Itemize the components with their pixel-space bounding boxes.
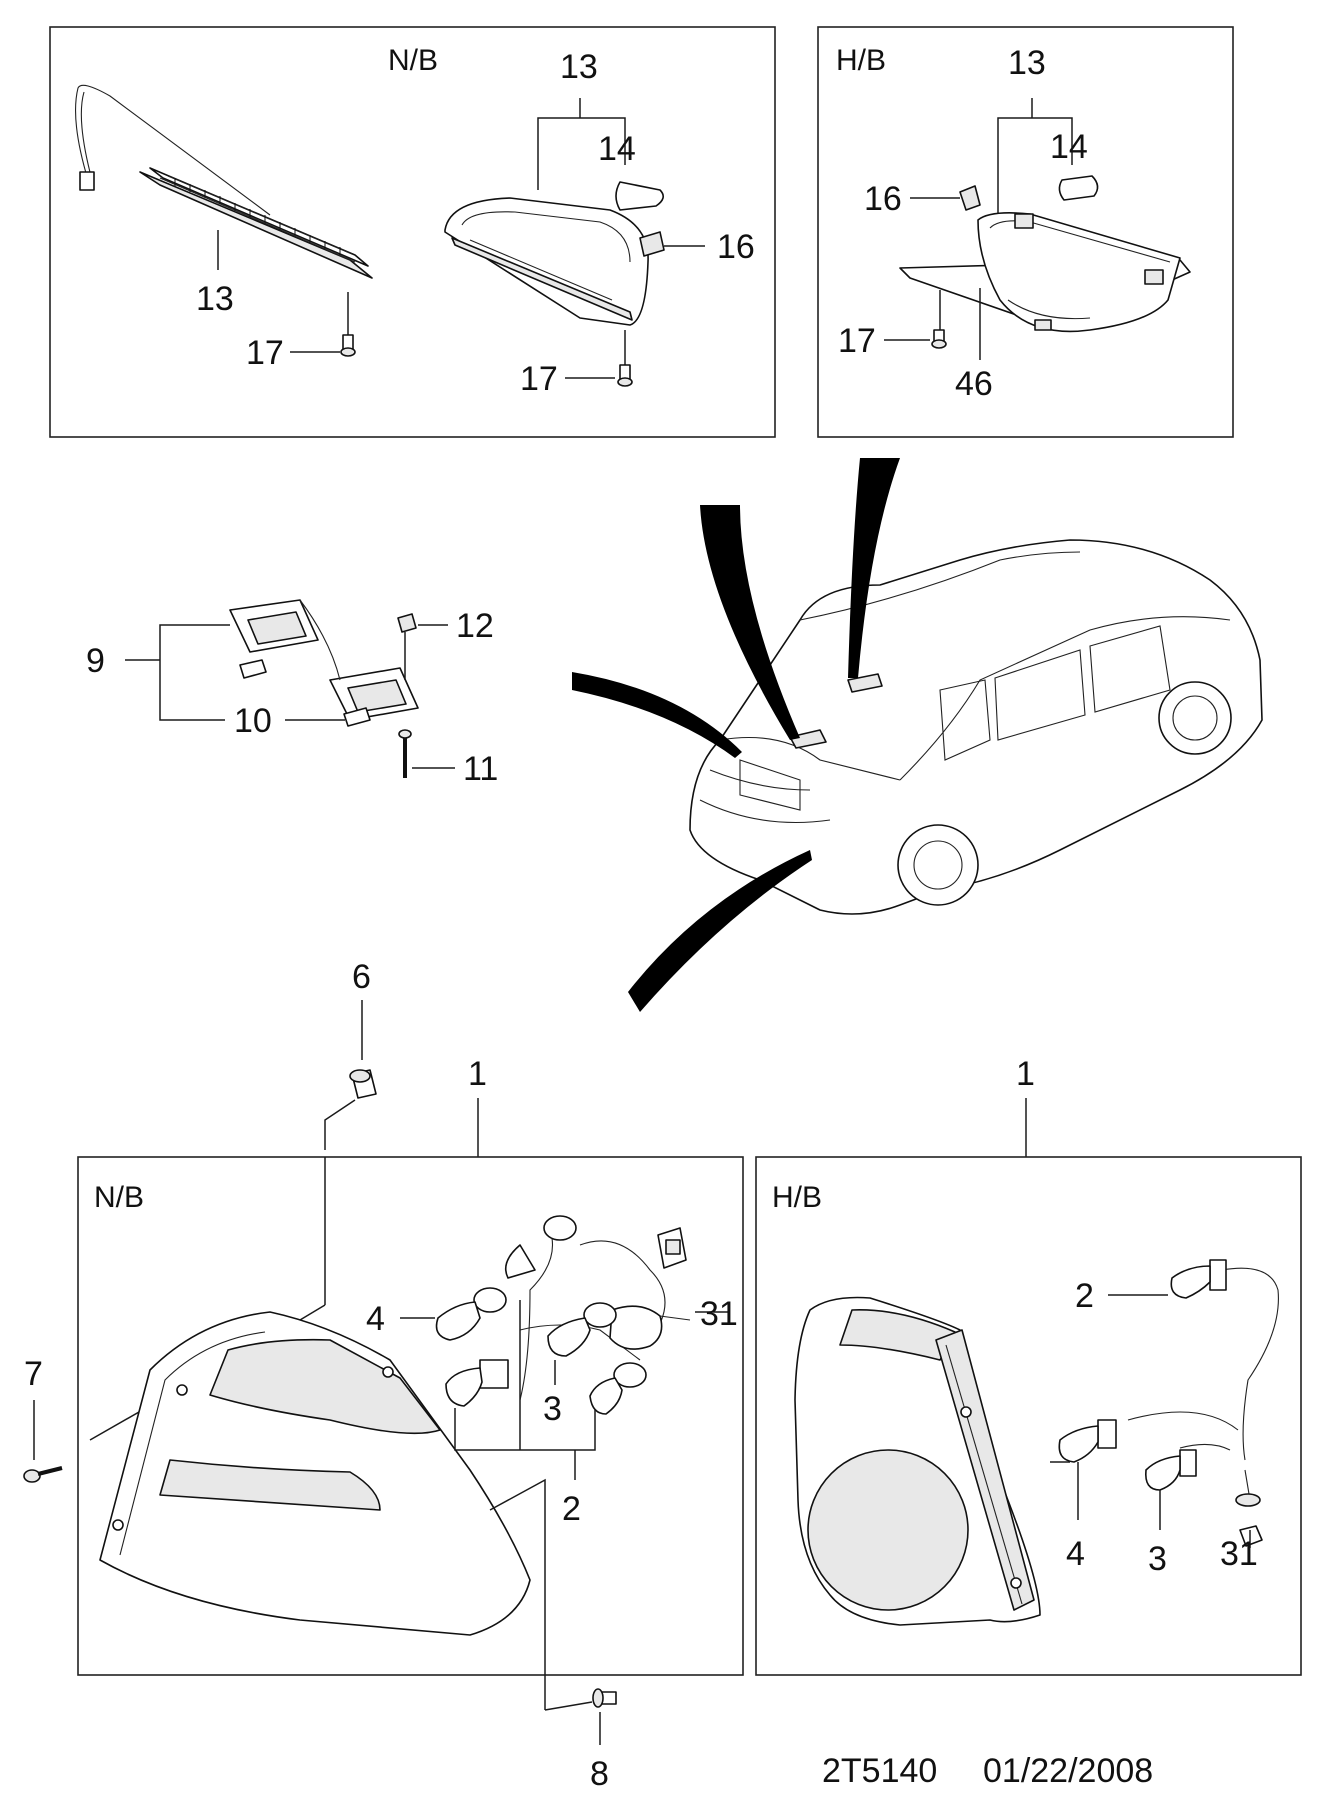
bulb-3-hb bbox=[1144, 1449, 1197, 1491]
label-31-nb: 31 bbox=[700, 1295, 738, 1333]
label-6: 6 bbox=[352, 958, 371, 996]
nut-8 bbox=[592, 1688, 617, 1708]
license-lamp-left bbox=[229, 599, 319, 653]
clip-12-plate bbox=[397, 613, 417, 633]
label-31-hb: 31 bbox=[1220, 1535, 1258, 1573]
label-4-nb: 4 bbox=[366, 1300, 385, 1338]
label-1-right: 1 bbox=[1016, 1055, 1035, 1093]
hb-lamp-assembly bbox=[899, 212, 1191, 333]
label-8: 8 bbox=[590, 1755, 609, 1793]
label-1-left: 1 bbox=[468, 1055, 487, 1093]
led-dots bbox=[174, 178, 341, 255]
pointer-swoosh-4 bbox=[628, 850, 812, 1012]
label-3-nb: 3 bbox=[543, 1390, 562, 1428]
label-9-plate: 9 bbox=[86, 642, 105, 680]
bulb-14-hb bbox=[1058, 175, 1099, 201]
label-46-hb: 46 bbox=[955, 365, 993, 403]
label-2-hb: 2 bbox=[1075, 1277, 1094, 1315]
tail-lamp-hb bbox=[794, 1296, 1041, 1626]
pointer-swoosh-1 bbox=[700, 505, 800, 740]
bulb-nb-lower-left bbox=[445, 1359, 509, 1407]
car-illustration bbox=[689, 539, 1263, 915]
panel-title-bottom-right: H/B bbox=[772, 1181, 822, 1214]
label-16-lamp: 16 bbox=[717, 228, 755, 266]
nut-6 bbox=[349, 1069, 377, 1099]
label-13-lamp: 13 bbox=[560, 48, 598, 86]
label-13-strip: 13 bbox=[196, 280, 234, 318]
footer-date: 01/22/2008 bbox=[983, 1752, 1153, 1790]
pointer-swoosh-3 bbox=[572, 672, 742, 758]
bulb-nb-lower-right bbox=[589, 1362, 647, 1415]
high-mount-lamp-housing bbox=[444, 197, 649, 326]
screw-7 bbox=[23, 1466, 63, 1483]
led-strip-lamp bbox=[74, 84, 373, 279]
screw-17-hb bbox=[931, 329, 947, 349]
label-17-b: 17 bbox=[520, 360, 558, 398]
panel-title-top-left: N/B bbox=[388, 44, 438, 77]
hb-harness bbox=[1127, 1267, 1279, 1501]
label-10-plate: 10 bbox=[234, 702, 272, 740]
panel-title-bottom-left: N/B bbox=[94, 1181, 144, 1214]
label-17-a: 17 bbox=[246, 334, 284, 372]
label-7: 7 bbox=[24, 1355, 43, 1393]
bulb-4-hb bbox=[1058, 1419, 1117, 1463]
label-14-hb: 14 bbox=[1050, 128, 1088, 166]
bulb-10-b bbox=[343, 707, 371, 727]
bulb-10-a bbox=[239, 659, 267, 679]
panel-bottom-left bbox=[77, 1156, 744, 1676]
screw-17-a bbox=[340, 334, 356, 357]
panel-top-right bbox=[817, 26, 1234, 438]
label-3-hb: 3 bbox=[1148, 1540, 1167, 1578]
label-17-hb: 17 bbox=[838, 322, 876, 360]
label-14-lamp: 14 bbox=[598, 130, 636, 168]
pointer-swoosh-2 bbox=[848, 458, 900, 678]
screw-11-plate bbox=[398, 729, 412, 778]
bulb-2-hb bbox=[1170, 1259, 1227, 1299]
bulb-14 bbox=[615, 181, 664, 211]
footer-code: 2T5140 bbox=[822, 1752, 937, 1790]
screw-17-b bbox=[617, 364, 633, 387]
bulb-nb-mid bbox=[547, 1302, 617, 1357]
label-2-nb: 2 bbox=[562, 1490, 581, 1528]
panel-top-left bbox=[49, 26, 776, 438]
panel-bottom-right bbox=[755, 1156, 1302, 1676]
tail-lamp-nb bbox=[99, 1311, 531, 1636]
grommet-31-hb bbox=[1235, 1493, 1263, 1547]
clip-16-hb bbox=[959, 185, 981, 211]
label-16-hb: 16 bbox=[864, 180, 902, 218]
license-lamp-right bbox=[329, 667, 419, 721]
bulb-4-nb bbox=[435, 1287, 507, 1341]
bulb-nb-top bbox=[504, 1215, 577, 1279]
label-4-hb: 4 bbox=[1066, 1535, 1085, 1573]
clip-16 bbox=[639, 231, 665, 257]
panel-title-top-right: H/B bbox=[836, 44, 886, 77]
label-13-hb: 13 bbox=[1008, 44, 1046, 82]
label-12-plate: 12 bbox=[456, 607, 494, 645]
label-11-plate: 11 bbox=[463, 750, 498, 788]
